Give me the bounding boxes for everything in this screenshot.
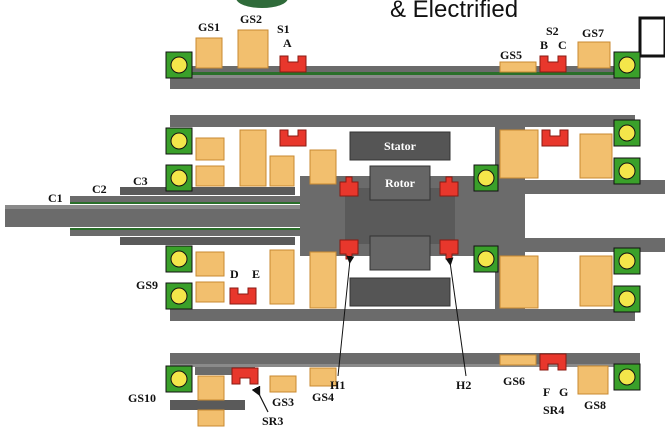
label-gs6: GS6 [503,374,525,388]
cropped-box-edge [638,16,665,58]
label-c3: C3 [133,174,148,188]
label-c2: C2 [92,182,107,196]
gear-gs1 [195,37,223,69]
stator-label: Stator [384,139,417,153]
gear-gs2 [237,29,269,69]
label-gs7: GS7 [582,26,604,40]
bearing-icon [165,127,193,155]
label-gs5: GS5 [500,48,522,62]
synchronizer-h1 [339,176,359,260]
label-s1: S1 [277,22,290,36]
bearing-icon [613,363,641,391]
synchronizer-s2 [539,55,567,73]
bottom-gears [197,354,609,427]
gear-gs7 [577,41,611,69]
label-gs2: GS2 [240,12,262,26]
bearing-icon [165,51,193,79]
label-gs9: GS9 [136,278,158,292]
gear-gs5 [499,61,537,73]
synchronizer-right-upper [541,129,569,147]
leader-h2 [445,257,467,377]
label-d: D [230,267,239,281]
leader-h1 [337,255,355,377]
bearing-icon [613,157,641,185]
label-g: G [559,385,568,399]
label-h1: H1 [330,378,345,392]
bearing-icon [473,245,499,273]
header-text: & Electrified [390,0,518,23]
hollow-shaft-c3 [120,187,295,245]
label-gs10: GS10 [128,391,156,405]
rotor: Rotor [369,165,431,271]
label-sr3: SR3 [262,414,283,428]
bearing-icon [613,285,641,313]
label-gs4: GS4 [312,390,334,404]
label-gs3: GS3 [272,395,294,409]
top-counter-shaft [170,66,640,89]
synchronizer-h2 [439,176,459,260]
label-f: F [543,385,550,399]
bearing-icon [165,245,193,273]
label-c1: C1 [48,191,63,205]
gear-stack-left-upper [195,129,337,187]
bearing-icon [165,282,193,310]
bearing-icon [165,164,193,192]
label-gs8: GS8 [584,398,606,412]
stator: Stator [349,131,451,307]
gear-stack-right [499,129,613,309]
hollow-shaft-c2 [70,196,300,236]
synchronizer-s1 [279,55,307,73]
label-s2: S2 [546,24,559,38]
label-gs1: GS1 [198,20,220,34]
label-e: E [252,267,260,281]
logo-fragment [236,0,288,8]
label-c: C [558,38,567,52]
label-b: B [540,38,548,52]
synchronizer-de [229,287,257,305]
bearing-icon [613,119,641,147]
label-h2: H2 [456,378,471,392]
gear-stack-left-lower [195,249,337,309]
label-a: A [283,36,292,50]
label-sr4: SR4 [543,403,564,417]
synchronizer-upper-left [279,129,307,147]
synchronizer-sr3 [231,367,259,385]
bearing-icon [613,247,641,275]
bearing-icon [613,51,641,79]
bearing-icon [473,164,499,192]
bearing-icon [165,365,193,393]
synchronizer-sr4 [539,353,567,371]
rotor-label: Rotor [385,176,416,190]
leader-sr3 [251,385,269,413]
